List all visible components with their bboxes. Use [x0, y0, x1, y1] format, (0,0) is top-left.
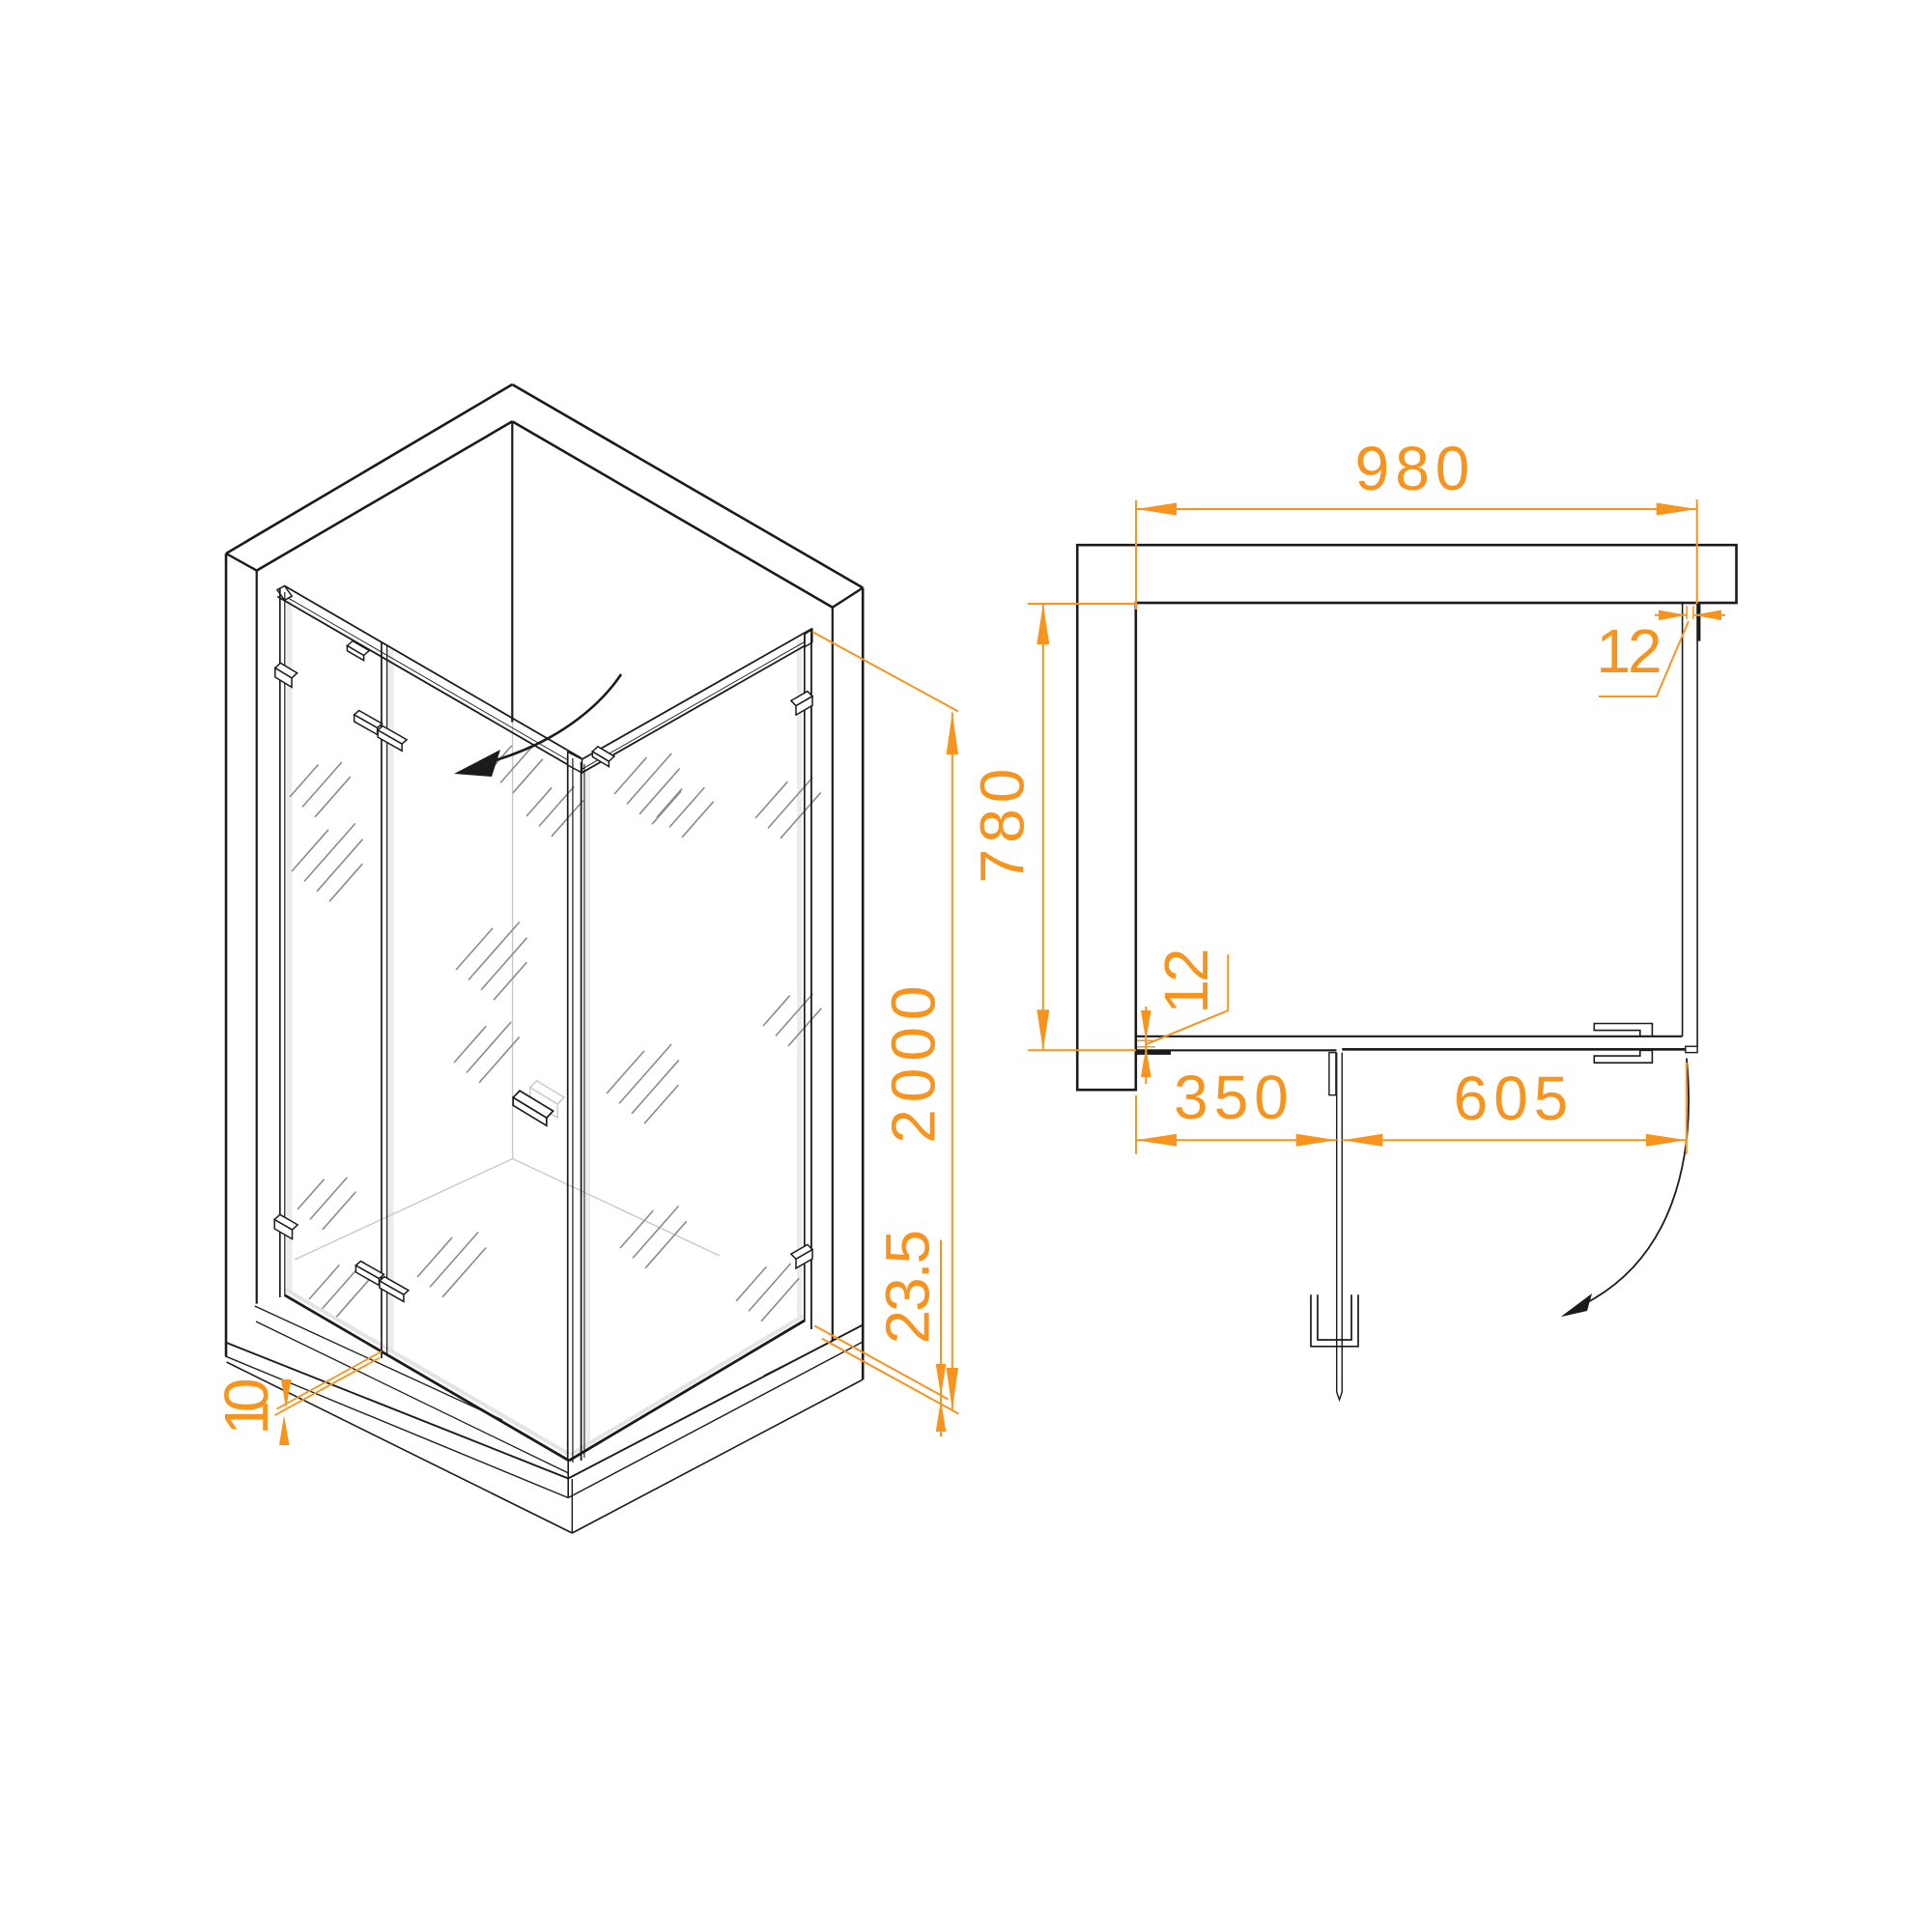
svg-text:2000: 2000: [878, 979, 948, 1143]
svg-text:12: 12: [1151, 951, 1221, 1014]
svg-text:23.5: 23.5: [872, 1232, 942, 1345]
svg-text:780: 780: [968, 763, 1037, 884]
svg-text:980: 980: [1355, 434, 1476, 503]
svg-text:350: 350: [1174, 1063, 1294, 1132]
svg-text:12: 12: [1596, 616, 1660, 686]
svg-text:605: 605: [1454, 1064, 1575, 1133]
